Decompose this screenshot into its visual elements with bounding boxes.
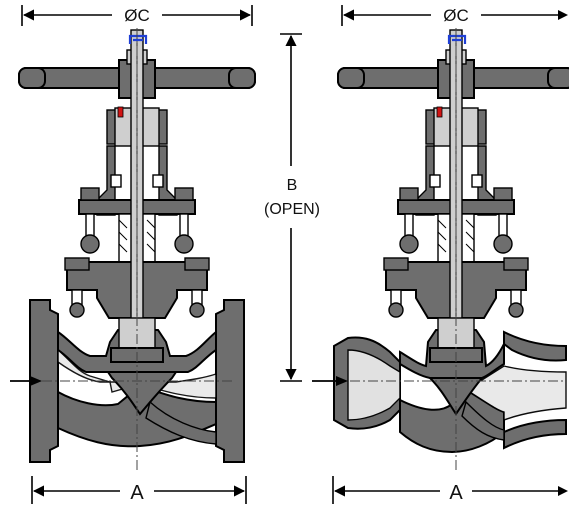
flanged-valve-dimension-c: ØC bbox=[21, 5, 253, 26]
stem-top-marker-icon bbox=[128, 34, 148, 44]
flow-direction-arrow-icon bbox=[10, 376, 42, 386]
butt-weld-valve-dimension-a: A bbox=[332, 476, 568, 504]
butt-weld-valve-view: ØC A bbox=[312, 5, 569, 504]
dimension-b: B (OPEN) bbox=[264, 33, 320, 382]
stem-top-marker-icon bbox=[447, 34, 467, 44]
position-indicator-icon bbox=[436, 106, 443, 118]
dimension-c-label: ØC bbox=[124, 6, 150, 25]
dimension-a-label: A bbox=[130, 482, 144, 504]
position-indicator-icon bbox=[117, 106, 124, 118]
butt-weld-valve-body bbox=[333, 329, 567, 454]
butt-weld-valve-dimension-c: ØC bbox=[341, 5, 568, 26]
flanged-valve-view: ØC A bbox=[10, 5, 256, 504]
flanged-valve-dimension-a: A bbox=[31, 476, 247, 504]
dimension-c-label: ØC bbox=[443, 6, 469, 25]
butt-weld-valve-stem-assembly bbox=[337, 29, 569, 363]
dimension-a-label: A bbox=[449, 482, 463, 504]
dimension-b-label: B bbox=[287, 177, 298, 194]
dimension-b-open-label: (OPEN) bbox=[264, 201, 320, 218]
flow-direction-arrow-icon bbox=[312, 376, 348, 386]
